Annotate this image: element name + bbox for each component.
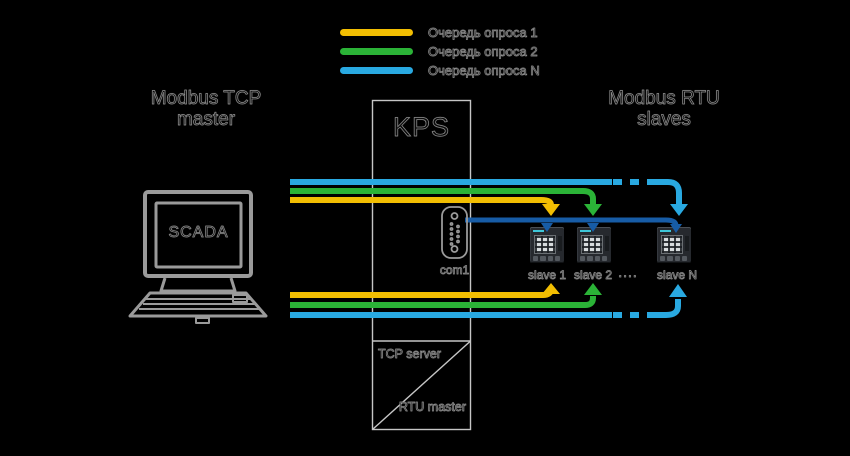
legend-swatch-queue2 xyxy=(340,47,413,55)
gateway-role-tcp-server: TCP server xyxy=(378,347,442,362)
legend-label: Очередь опроса 2 xyxy=(428,43,538,59)
queueN-arrow-down-icon xyxy=(670,204,688,216)
slaves-ellipsis: .... xyxy=(618,264,638,281)
slaveN-label: slave N xyxy=(656,268,698,283)
slave1-label: slave 1 xyxy=(527,268,567,283)
legend-label: Очередь опроса N xyxy=(428,62,540,78)
device-buttons xyxy=(533,256,560,261)
scada-screen-label: SCADA xyxy=(168,224,229,242)
queue1-arrow-down-icon xyxy=(542,204,560,216)
header-line: master xyxy=(176,109,236,131)
device-side-panel xyxy=(685,236,689,251)
device-side-panel xyxy=(605,236,609,251)
device-buttons xyxy=(660,256,687,261)
queueN-request-line xyxy=(290,179,688,216)
queueN-return-line xyxy=(290,284,687,318)
queue1-request-line xyxy=(290,197,560,216)
legend: Очередь опроса 1 Очередь опроса 2 Очеред… xyxy=(340,24,540,82)
slave2-label: slave 2 xyxy=(573,268,613,283)
header-line: slaves xyxy=(637,109,692,131)
device-brand-stripe xyxy=(533,230,544,232)
device-screen xyxy=(534,235,556,254)
legend-swatch-queue1 xyxy=(340,28,413,36)
computer-icon xyxy=(128,190,268,324)
gateway-role-rtu-master: RTU master xyxy=(398,400,467,415)
legend-item: Очередь опроса 2 xyxy=(340,43,540,59)
queue2-request-line xyxy=(290,188,602,216)
header-modbus-tcp-master: Modbus TCP master xyxy=(130,88,282,131)
queueN-arrow-up-icon xyxy=(669,284,687,297)
rtu-bus-line xyxy=(465,217,682,233)
device-side-panel xyxy=(558,236,562,251)
slave-device-icon xyxy=(577,227,611,263)
queue1-return-line xyxy=(290,283,560,298)
device-buttons xyxy=(580,256,607,261)
device-brand-stripe xyxy=(660,230,671,232)
queue2-arrow-up-icon xyxy=(584,283,602,295)
gateway-title: KPS xyxy=(392,112,451,143)
queue2-return-line xyxy=(290,283,602,308)
device-screen xyxy=(581,235,603,254)
com1-port-icon xyxy=(441,206,468,259)
queue2-arrow-down-icon xyxy=(584,204,602,216)
legend-swatch-queueN xyxy=(340,66,413,74)
legend-label: Очередь опроса 1 xyxy=(428,24,538,40)
device-screen xyxy=(661,235,683,254)
header-line: Modbus RTU xyxy=(608,88,720,110)
slave-device-icon xyxy=(530,227,564,263)
com1-port-label: com1 xyxy=(439,263,470,278)
device-brand-stripe xyxy=(580,230,591,232)
header-modbus-rtu-slaves: Modbus RTU slaves xyxy=(594,88,734,131)
legend-item: Очередь опроса 1 xyxy=(340,24,540,40)
header-line: Modbus TCP xyxy=(150,88,262,110)
queue1-arrow-up-icon xyxy=(542,283,560,294)
slave-device-icon xyxy=(657,227,691,263)
legend-item: Очередь опроса N xyxy=(340,62,540,78)
